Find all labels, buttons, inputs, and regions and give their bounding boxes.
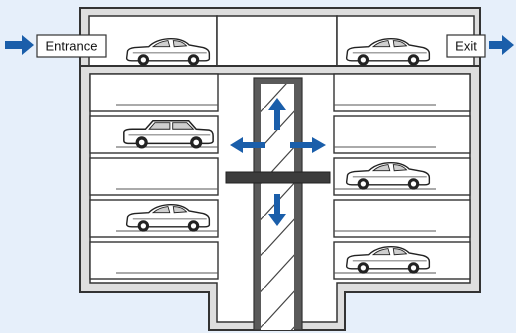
transfer-platform	[225, 171, 331, 184]
right-arrow-icon	[290, 137, 326, 153]
right-pallet-lines	[334, 104, 436, 274]
exit-label-box	[446, 34, 486, 58]
entrance-label-box	[36, 34, 107, 58]
entrance-arrow-icon	[5, 35, 34, 55]
down-arrow-icon	[268, 194, 286, 226]
center-bay	[216, 15, 338, 67]
up-arrow-icon	[268, 98, 286, 130]
entrance-label: Entrance	[45, 39, 97, 54]
left-arrow-icon	[230, 137, 265, 153]
exit-arrow-icon	[489, 35, 514, 55]
exit-label: Exit	[455, 39, 477, 54]
left-pallet-lines	[116, 104, 218, 274]
